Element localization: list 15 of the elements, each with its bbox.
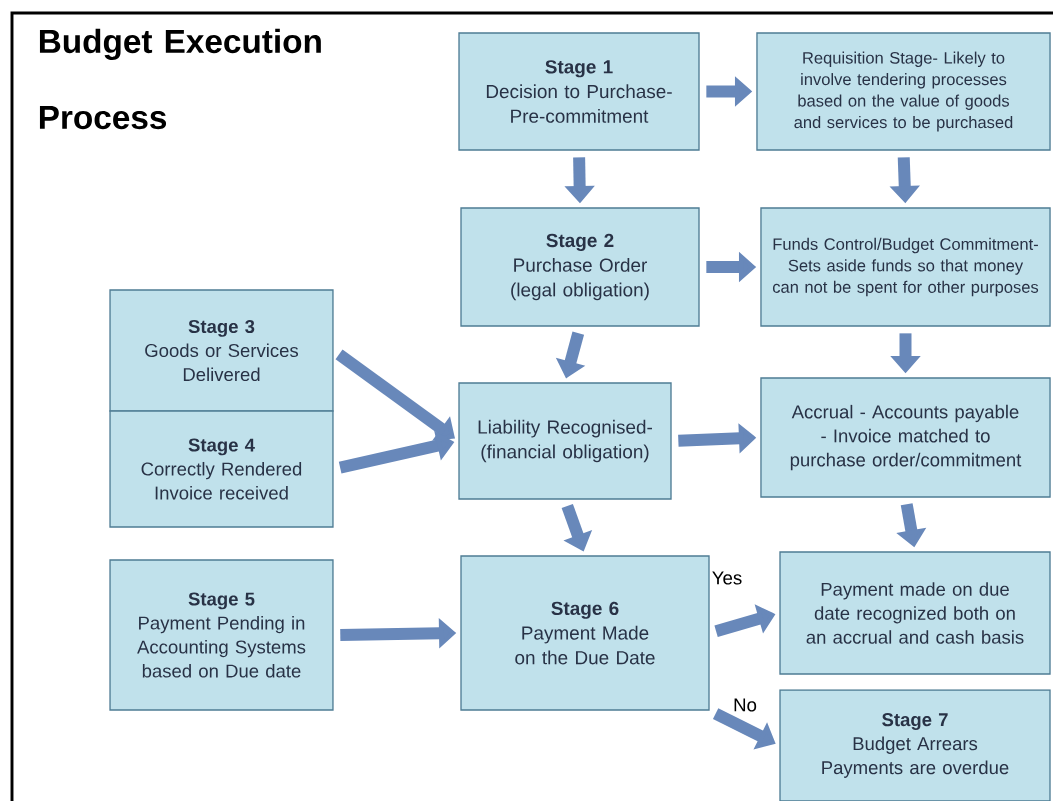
process-box: Stage 2 Purchase Order (legal obligation) (460, 207, 700, 327)
process-box: Stage 5 Payment Pending in Accounting Systems based on Due date (109, 559, 334, 711)
edge-label: No (731, 697, 759, 713)
process-box: Stage 3 Goods or Services Delivered (109, 289, 334, 412)
title: Budget Execution Process (39, 28, 321, 130)
process-box: Accrual - Accounts payable - Invoice matched to purchase order/commitment (760, 377, 1051, 498)
process-box: Stage 1 Decision to Purchase- Pre-commitment (458, 32, 700, 151)
process-box: Stage 6 Payment Made on the Due Date (460, 555, 710, 711)
process-box: Funds Control/Budget Commitment- Sets aside funds so that money can not be spent for other purposes (760, 207, 1051, 327)
process-box: Stage 4 Correctly Rendered Invoice received (109, 410, 334, 528)
process-box: Payment made on due date recognized both on an accrual and cash basis (779, 551, 1051, 675)
process-box: Requisition Stage- Likely to involve tendering processes based on the value of goods and services to be purchased (756, 32, 1051, 151)
process-box: Stage 7 Budget Arrears Payments are overdue (779, 689, 1051, 801)
process-box: Liability Recognised- (financial obligation) (458, 382, 672, 500)
edge-label: Yes (710, 570, 744, 586)
